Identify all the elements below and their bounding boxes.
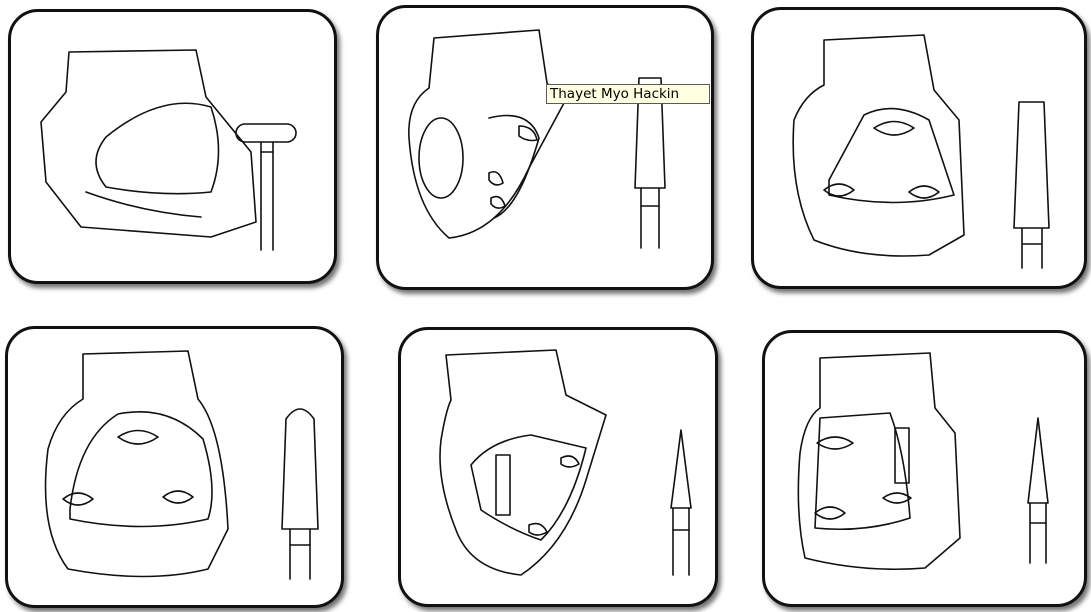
tooth-prep-drawing-3: [754, 10, 1087, 289]
prepared-surface: [829, 109, 954, 203]
illustration-panel-5: [398, 327, 718, 607]
tapered-round-end-bur: [282, 409, 318, 579]
tooth-prep-drawing-5: [401, 330, 718, 607]
prepared-surface: [471, 435, 586, 540]
wheel-bur: [236, 124, 296, 250]
prepared-surface: [96, 103, 219, 193]
illustration-panel-1: [8, 9, 337, 284]
tooth-crown: [798, 353, 960, 569]
tapered-cylinder-bur: [1014, 102, 1049, 268]
tooth-crown: [440, 350, 606, 575]
illustration-panel-3: [751, 7, 1087, 289]
prepared-surface: [70, 412, 212, 527]
tooth-crown: [409, 30, 564, 238]
illustration-panel-4: [5, 326, 344, 608]
tooth-prep-drawing-2: [379, 8, 714, 290]
tooth-prep-drawing-1: [11, 12, 337, 284]
tooth-prep-drawing-4: [8, 329, 344, 608]
tooth-crown: [46, 351, 229, 577]
hover-tooltip: Thayet Myo Hackin: [546, 84, 710, 104]
illustration-panel-2: [376, 5, 714, 290]
pointed-cone-bur: [671, 430, 691, 575]
tooth-crown: [793, 35, 964, 256]
tooth-prep-drawing-6: [765, 333, 1087, 607]
proximal-box: [419, 118, 463, 198]
pointed-cone-bur: [1028, 418, 1048, 563]
illustration-panel-6: [762, 330, 1087, 607]
